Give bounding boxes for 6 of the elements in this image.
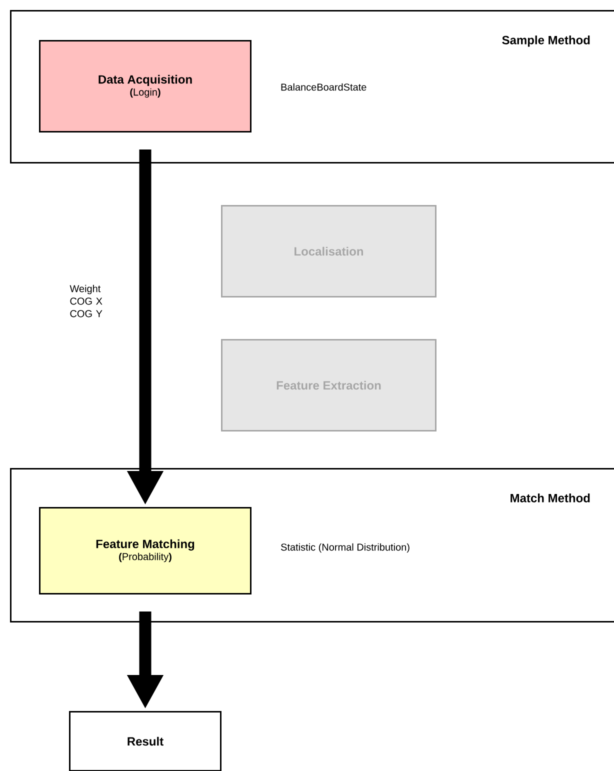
process-box: Result bbox=[69, 711, 222, 771]
process-box: Feature Matching (Probability) bbox=[39, 507, 252, 594]
process-box: Localisation bbox=[221, 205, 436, 298]
edge-label: Weight COG X COG Y bbox=[70, 284, 102, 318]
process-box: Data Acquisition (Login) bbox=[39, 40, 252, 132]
process-box: Feature Extraction bbox=[221, 339, 436, 432]
